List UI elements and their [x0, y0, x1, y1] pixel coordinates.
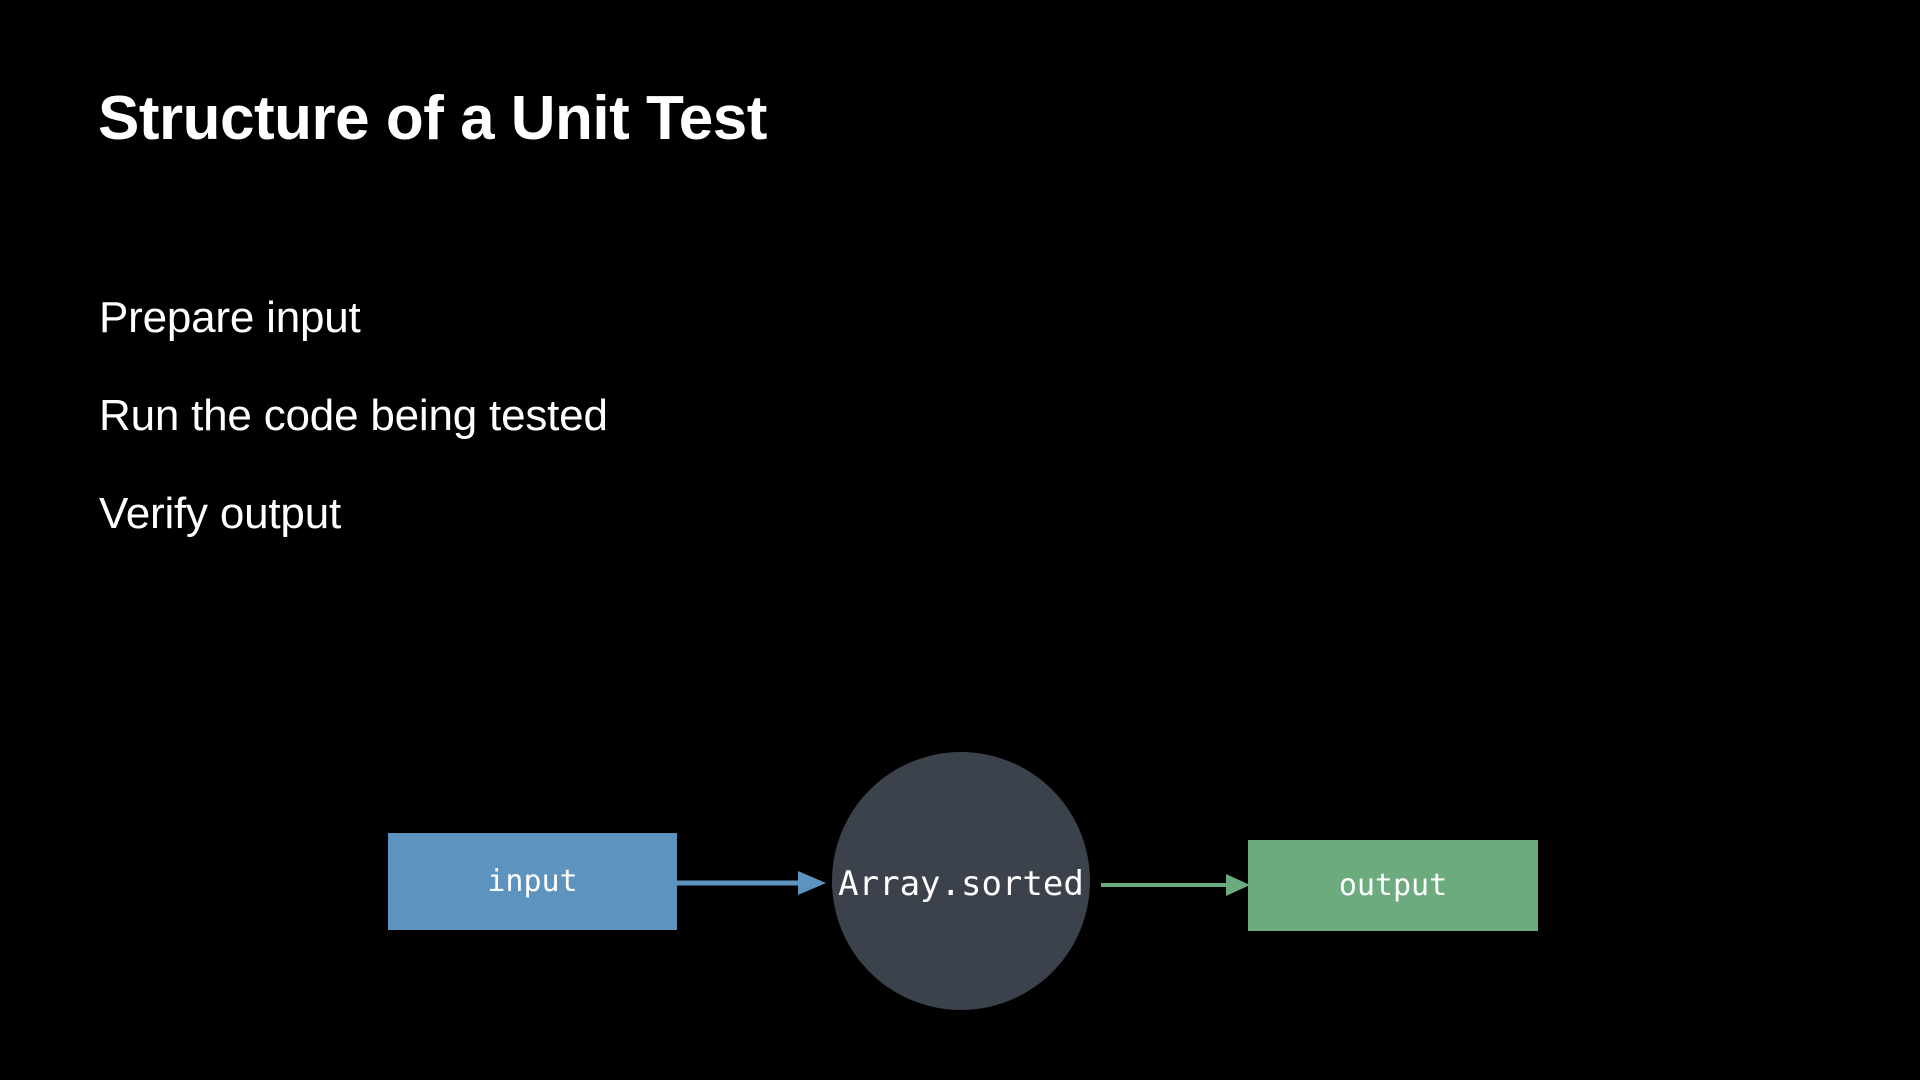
bullet-list: Prepare input Run the code being tested … [99, 296, 1099, 536]
diagram-node-output[interactable]: output [1248, 840, 1538, 931]
bullet-item-prepare-input: Prepare input [99, 293, 361, 342]
diagram-node-input-label: input [487, 864, 578, 899]
bullet-item-verify-output: Verify output [99, 489, 341, 538]
right-arrow-green-icon [1101, 874, 1250, 896]
diagram-node-array-sorted[interactable]: Array.sorted [832, 752, 1090, 1010]
right-arrow-blue-icon [677, 871, 826, 895]
page-title: Structure of a Unit Test [98, 83, 767, 153]
diagram-node-array-sorted-label: Array.sorted [838, 864, 1084, 904]
diagram-node-output-label: output [1338, 868, 1448, 903]
bullet-item-run-code: Run the code being tested [99, 391, 608, 440]
diagram-node-input[interactable]: input [388, 833, 677, 930]
